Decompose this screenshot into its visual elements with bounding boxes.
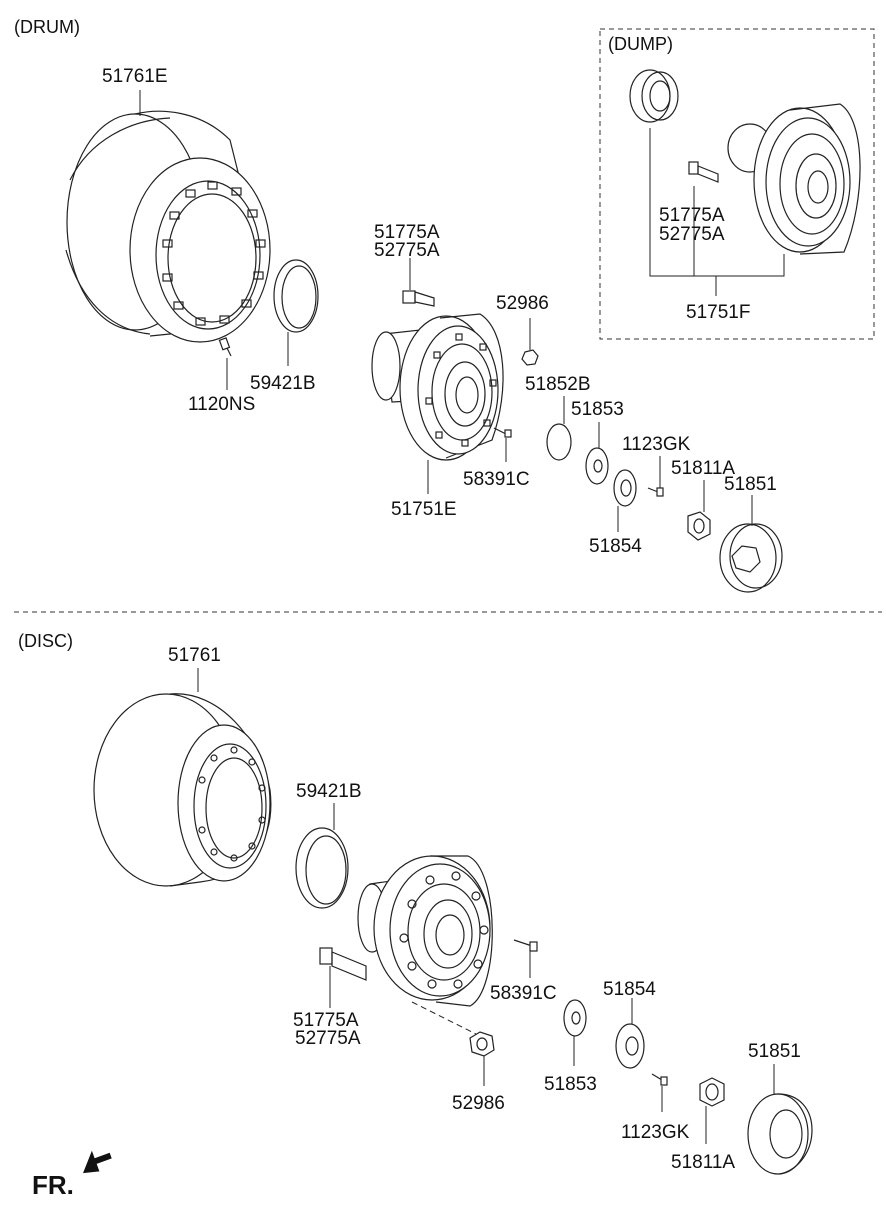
dump-label-52775A: 52775A <box>659 224 725 245</box>
label-51853: 51853 <box>571 399 624 420</box>
disc-label-51854: 51854 <box>603 979 656 1000</box>
disc-seal-ring-59421B <box>295 827 349 909</box>
label-58391C: 58391C <box>463 469 530 490</box>
dump-section-title: (DUMP) <box>608 34 673 54</box>
wheel-hub-51751E <box>371 313 504 461</box>
disc-label-51853: 51853 <box>544 1074 597 1095</box>
disc-wheel-hub <box>357 855 493 1007</box>
lock-plate-51854 <box>613 469 637 507</box>
bolt-1120NS <box>218 337 232 357</box>
screw-58391C <box>493 427 512 438</box>
brake-drum-51761E <box>65 110 271 343</box>
label-51854: 51854 <box>589 536 642 557</box>
washer-51853 <box>585 447 609 485</box>
screw-1123GK <box>647 487 664 497</box>
front-direction-label: FR. <box>32 1170 74 1200</box>
oring-51852B <box>546 423 572 461</box>
disc-label-51775A: 51775A <box>293 1010 359 1031</box>
dump-section-box <box>599 28 875 340</box>
disc-label-52986: 52986 <box>452 1093 505 1114</box>
label-51761: 51761 <box>168 645 221 666</box>
lock-nut-51811A <box>687 511 711 541</box>
disc-label-58391C: 58391C <box>490 983 557 1004</box>
disc-hub-cap-51851 <box>747 1093 813 1175</box>
label-51751E: 51751E <box>391 499 457 520</box>
drum-section-title: (DRUM) <box>14 17 80 37</box>
hub-bolt-51775A <box>402 290 435 307</box>
front-arrow-icon <box>83 1150 112 1174</box>
hub-cap-51851 <box>719 523 783 593</box>
disc-label-51851: 51851 <box>748 1041 801 1062</box>
brake-disc-51761 <box>93 693 272 887</box>
label-1123GK: 1123GK <box>622 434 691 455</box>
dump-label-51751F: 51751F <box>686 302 750 323</box>
disc-label-59421B: 59421B <box>296 781 362 802</box>
dump-bearing <box>629 69 679 123</box>
dump-wheel-hub <box>727 103 861 255</box>
disc-lock-nut-51811A <box>699 1077 725 1107</box>
disc-label-51811A: 51811A <box>671 1152 735 1173</box>
dump-leader-lines <box>649 128 785 277</box>
disc-screw-1123GK <box>651 1073 668 1086</box>
nut-52986 <box>521 349 539 366</box>
disc-label-1123GK: 1123GK <box>621 1122 690 1143</box>
label-51775A: 51775A <box>374 222 440 243</box>
label-51851: 51851 <box>724 474 777 495</box>
disc-label-52775A: 52775A <box>295 1028 361 1049</box>
dump-label-51775A: 51775A <box>659 205 725 226</box>
dump-hub-bolt <box>688 161 719 183</box>
label-51852B: 51852B <box>525 374 591 395</box>
label-59421B: 59421B <box>250 373 316 394</box>
label-52775A: 52775A <box>374 240 440 261</box>
seal-ring-59421B <box>273 259 319 333</box>
disc-section-title: (DISC) <box>18 631 73 651</box>
label-51811A: 51811A <box>671 458 735 479</box>
disc-screw-58391C <box>513 939 538 952</box>
disc-hub-bolt-51775A <box>319 947 367 981</box>
disc-nut-52986 <box>469 1031 495 1057</box>
label-1120NS: 1120NS <box>188 394 255 415</box>
label-51761E: 51761E <box>102 66 168 87</box>
disc-lock-plate-51854 <box>615 1023 645 1069</box>
disc-nut-guide <box>411 1001 477 1035</box>
disc-washer-51853 <box>563 999 587 1037</box>
label-52986: 52986 <box>496 293 549 314</box>
